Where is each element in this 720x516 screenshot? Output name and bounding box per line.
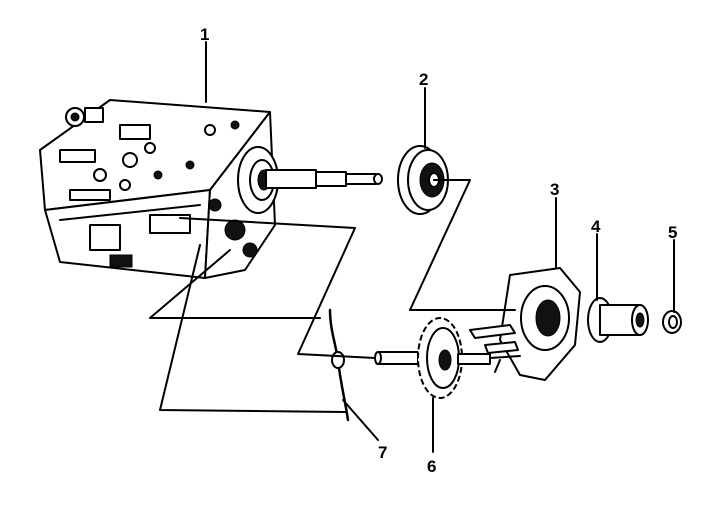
callout-5: 5	[668, 223, 677, 242]
part-6-pinion-gear	[374, 317, 491, 399]
part-2-gear	[397, 145, 449, 215]
callout-6: 6	[427, 457, 436, 476]
callout-7: 7	[378, 443, 387, 462]
leader-lines	[205, 41, 675, 453]
assembly-guide-lines	[149, 179, 521, 413]
part-3-bracket	[469, 267, 581, 381]
part-1-shaft	[237, 146, 383, 214]
callout-2: 2	[419, 70, 428, 89]
part-5-ring	[662, 310, 682, 334]
callout-labels: 1 2 3 4 5 6 7	[200, 25, 677, 476]
callout-3: 3	[550, 180, 559, 199]
callout-1: 1	[200, 25, 209, 44]
callout-4: 4	[591, 217, 601, 236]
part-4-bushing	[587, 297, 649, 343]
